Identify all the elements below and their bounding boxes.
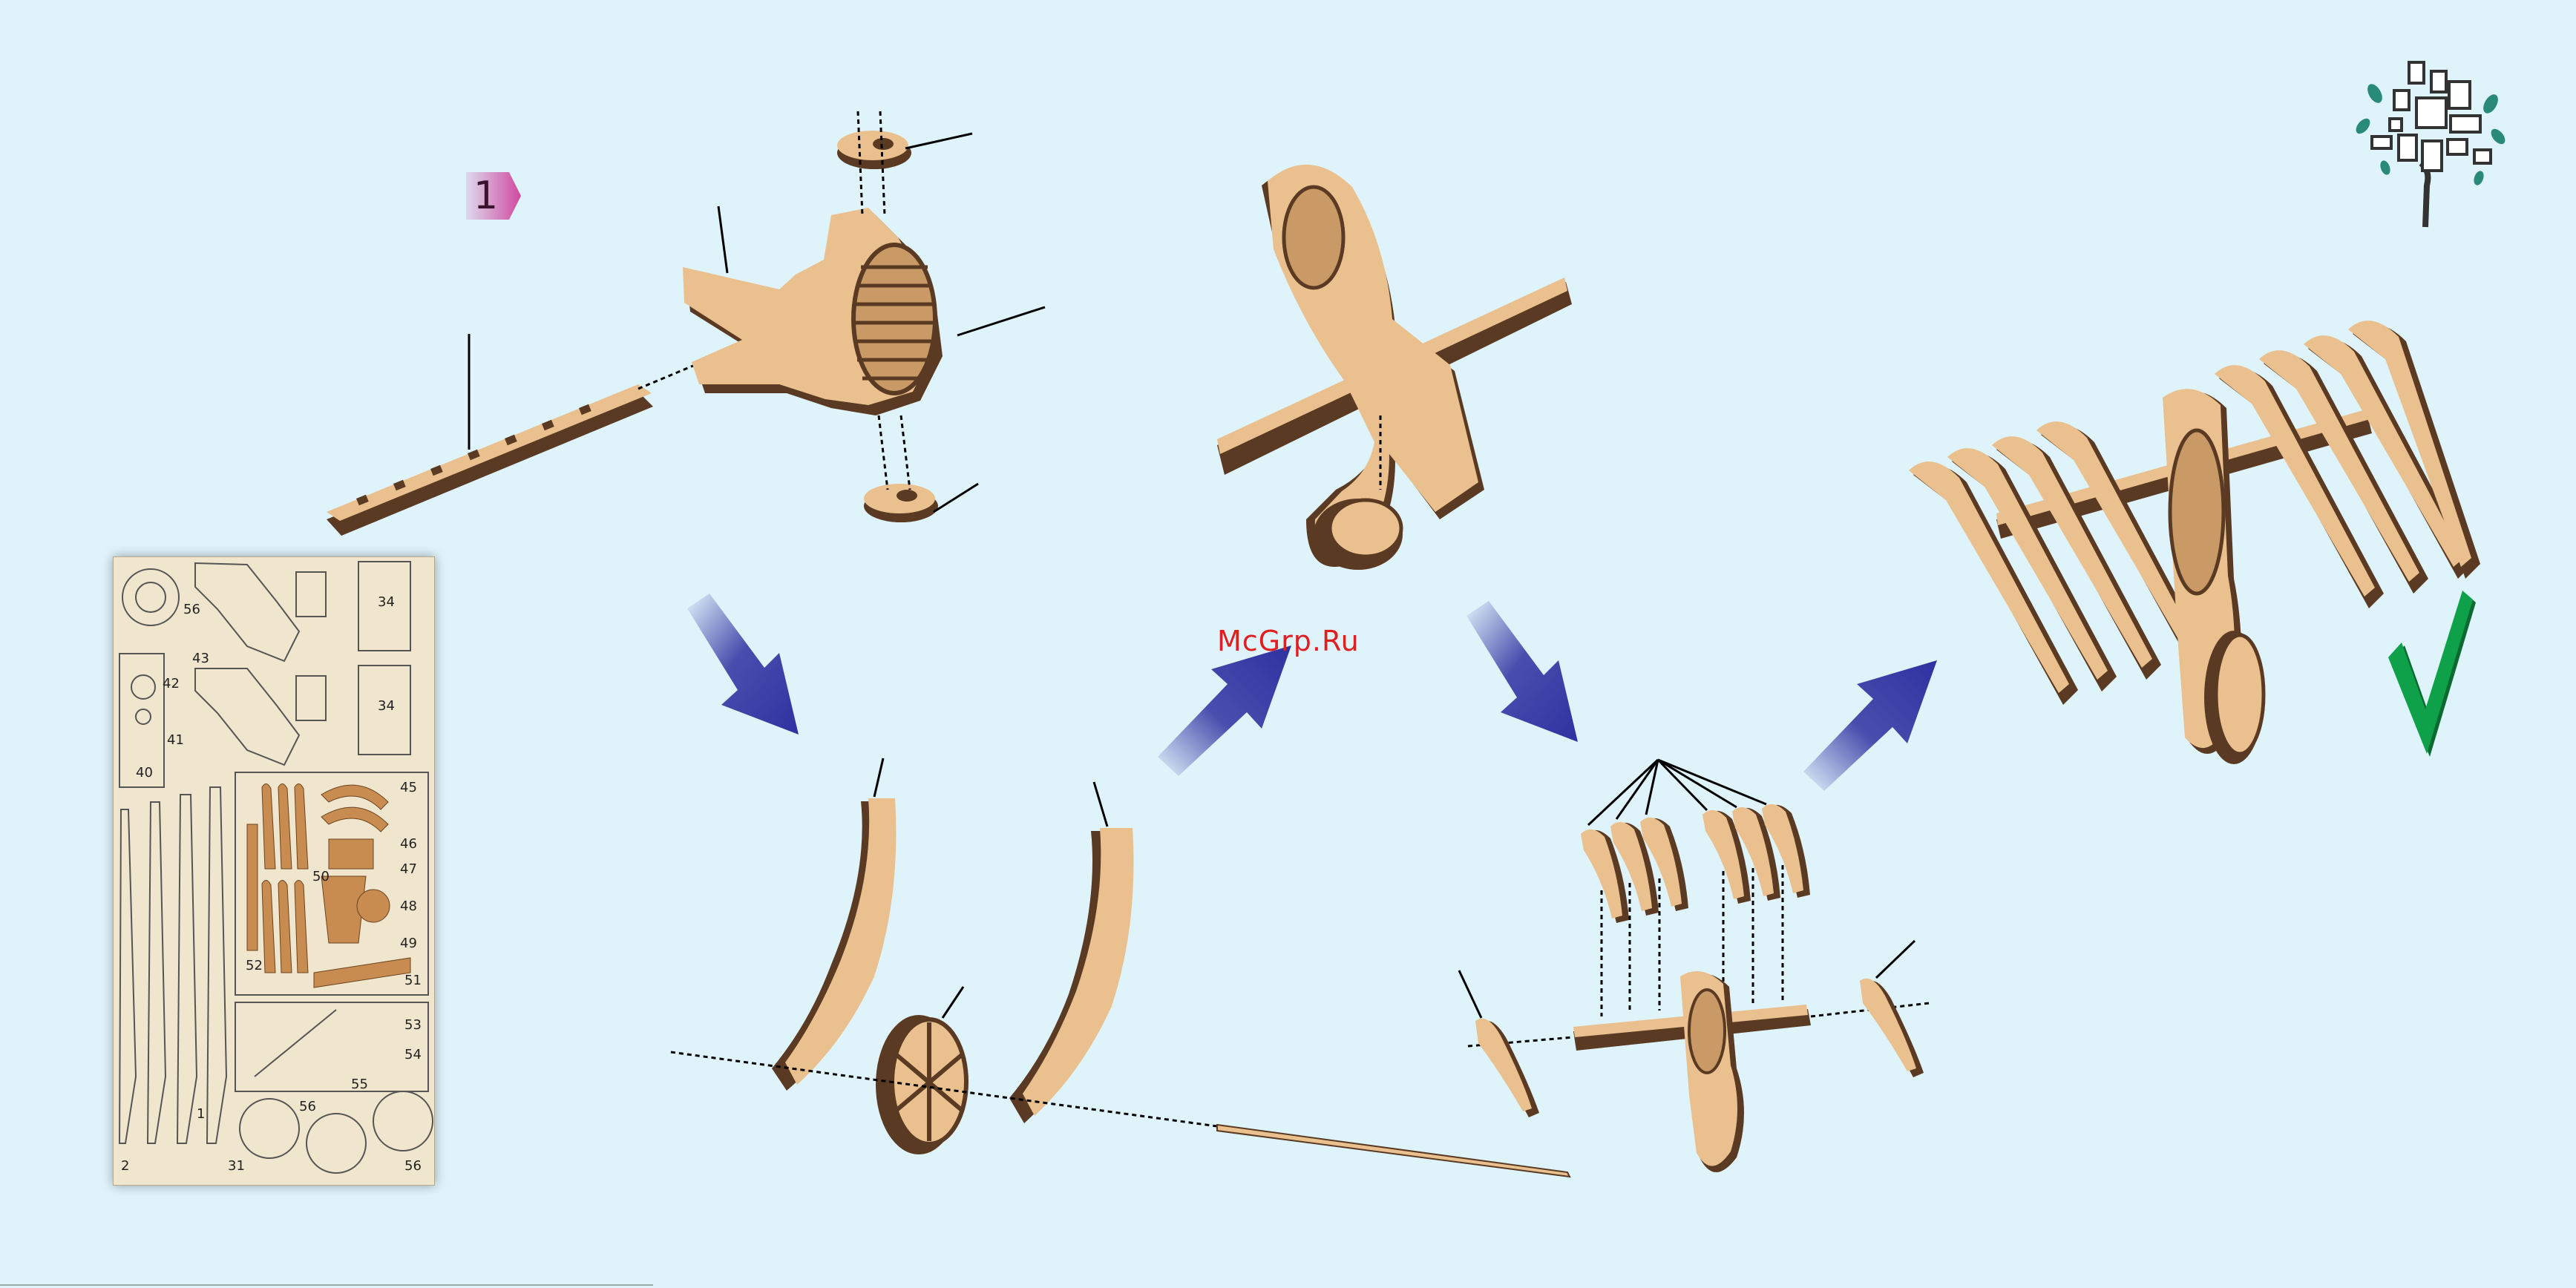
part-number: 56 <box>404 1158 422 1174</box>
part-number: 40 <box>136 765 153 781</box>
parts-sheet: 34 34 56 43 42 41 40 45 46 47 48 49 50 5… <box>113 556 435 1186</box>
completed-model <box>1909 321 2480 764</box>
part-number: 48 <box>400 898 417 914</box>
top-ring-piece <box>837 111 972 215</box>
wheel-piece <box>876 987 966 1154</box>
part-number: 53 <box>404 1017 422 1033</box>
right-leg-piece <box>1009 782 1133 1123</box>
watermark-text: McGrp.Ru <box>1217 625 1360 657</box>
part-number: 47 <box>400 861 417 877</box>
part-number: 56 <box>299 1099 316 1114</box>
part-number: 55 <box>351 1077 368 1092</box>
arrow-icon <box>1803 660 1937 791</box>
bottom-ring-piece <box>864 415 978 522</box>
part-number: 31 <box>228 1158 245 1174</box>
part-number: 2 <box>121 1158 129 1174</box>
arrow-icon <box>1158 645 1291 776</box>
logo-tree-icon <box>2353 62 2508 227</box>
part-number: 50 <box>312 869 330 884</box>
side-blade-left <box>1459 970 1539 1117</box>
part-number: 45 <box>400 780 417 795</box>
part-number: 43 <box>192 651 209 666</box>
part-number: 51 <box>404 973 422 988</box>
side-blade-right <box>1860 941 1924 1077</box>
part-number: 46 <box>400 836 417 852</box>
part-number: 34 <box>378 698 395 714</box>
part-number: 1 <box>197 1106 205 1122</box>
part-number: 52 <box>246 958 263 973</box>
arrow-icon <box>1466 601 1578 742</box>
step-badge: 1 <box>466 169 520 221</box>
arrow-icon <box>687 594 799 735</box>
part-number: 54 <box>404 1047 422 1062</box>
step-number: 1 <box>473 174 498 218</box>
parts-sheet-outlines <box>114 557 434 1185</box>
bottom-divider <box>0 1284 653 1286</box>
part-number: 34 <box>378 594 395 610</box>
checkmark-icon <box>2388 591 2476 757</box>
central-body-part <box>683 206 1045 415</box>
cross-assembly <box>1217 165 1572 570</box>
part-number: 49 <box>400 936 417 951</box>
part-number: 42 <box>163 676 180 691</box>
part-number: 41 <box>167 732 184 748</box>
comb-base-assembly <box>1468 971 1930 1172</box>
part-number: 56 <box>183 602 200 617</box>
left-leg-piece <box>772 758 896 1091</box>
